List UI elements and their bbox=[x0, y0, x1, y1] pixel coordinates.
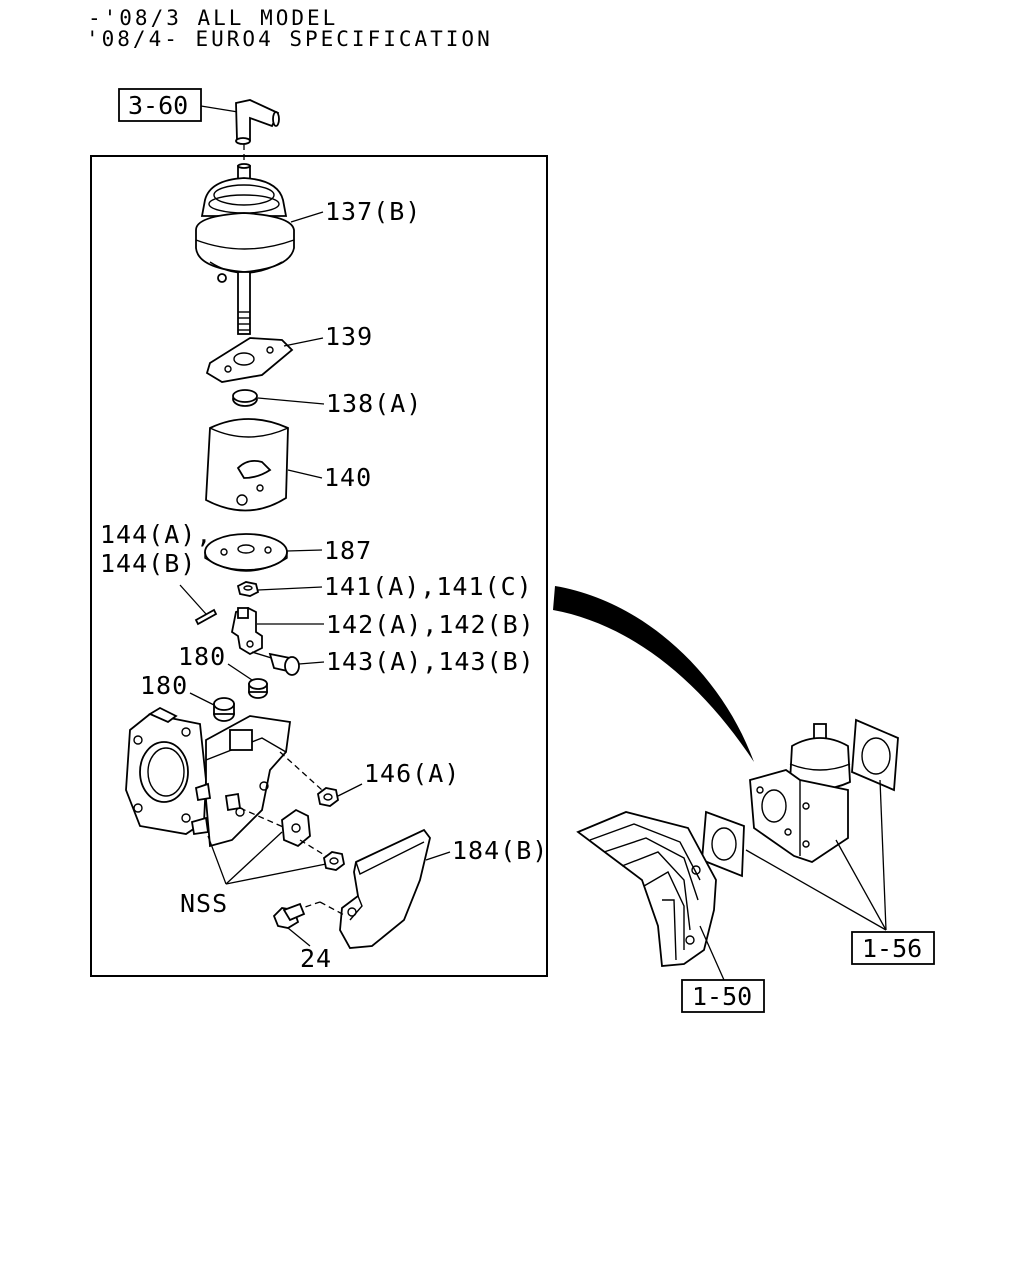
label-24: 24 bbox=[300, 944, 332, 973]
label-141: 141(A),141(C) bbox=[324, 572, 533, 601]
assembly-gasket-left[interactable] bbox=[701, 810, 745, 878]
label-143: 143(A),143(B) bbox=[326, 647, 535, 676]
header-line-1: -'08/3 ALL MODEL bbox=[88, 6, 338, 30]
nut-141[interactable] bbox=[236, 581, 260, 597]
parts-group-frame bbox=[90, 155, 548, 977]
installed-actuator-assembly[interactable] bbox=[749, 723, 851, 863]
ref-box-3-60[interactable]: 3-60 bbox=[118, 88, 202, 122]
exhaust-manifold[interactable] bbox=[576, 811, 717, 967]
gasket-139[interactable] bbox=[205, 337, 294, 383]
plate-187[interactable] bbox=[204, 533, 288, 572]
washer-plate-nss[interactable] bbox=[281, 808, 311, 848]
label-187: 187 bbox=[324, 536, 372, 565]
header-line-2: '08/4- EURO4 SPECIFICATION bbox=[86, 27, 493, 51]
washer-138a[interactable] bbox=[232, 389, 258, 407]
ref-label-1-56: 1-56 bbox=[862, 934, 922, 963]
nut-146a[interactable] bbox=[317, 787, 339, 807]
vacuum-actuator-137b[interactable] bbox=[195, 163, 295, 335]
bolt-24[interactable] bbox=[272, 902, 306, 929]
label-nss: NSS bbox=[180, 889, 228, 918]
heat-shield-184b[interactable] bbox=[339, 828, 431, 949]
label-180-lower: 180 bbox=[140, 671, 188, 700]
vacuum-hose-elbow bbox=[235, 99, 280, 145]
callout-arrow bbox=[553, 586, 754, 762]
throttle-body-assembly[interactable] bbox=[125, 706, 292, 848]
spacer-180-lower[interactable] bbox=[213, 697, 235, 722]
split-pin-144[interactable] bbox=[194, 608, 218, 626]
label-138a: 138(A) bbox=[326, 389, 422, 418]
ref-box-1-56[interactable]: 1-56 bbox=[851, 931, 935, 965]
nut-nss[interactable] bbox=[323, 851, 345, 871]
bracket-140[interactable] bbox=[205, 418, 289, 512]
label-146a: 146(A) bbox=[364, 759, 460, 788]
clevis-142[interactable] bbox=[230, 607, 263, 656]
ref-label-3-60: 3-60 bbox=[128, 91, 188, 120]
label-180-upper: 180 bbox=[178, 642, 226, 671]
label-142: 142(A),142(B) bbox=[326, 610, 535, 639]
label-139: 139 bbox=[325, 322, 373, 351]
ref-label-1-50: 1-50 bbox=[692, 982, 752, 1011]
label-137b: 137(B) bbox=[325, 197, 421, 226]
label-140: 140 bbox=[324, 463, 372, 492]
pin-143[interactable] bbox=[251, 651, 300, 676]
assembly-gasket-right[interactable] bbox=[851, 718, 899, 792]
spacer-180-upper[interactable] bbox=[248, 678, 268, 699]
label-184b: 184(B) bbox=[452, 836, 548, 865]
label-144a: 144(A), bbox=[100, 520, 212, 549]
label-144b: 144(B) bbox=[100, 549, 196, 578]
ref-box-1-50[interactable]: 1-50 bbox=[681, 979, 765, 1013]
